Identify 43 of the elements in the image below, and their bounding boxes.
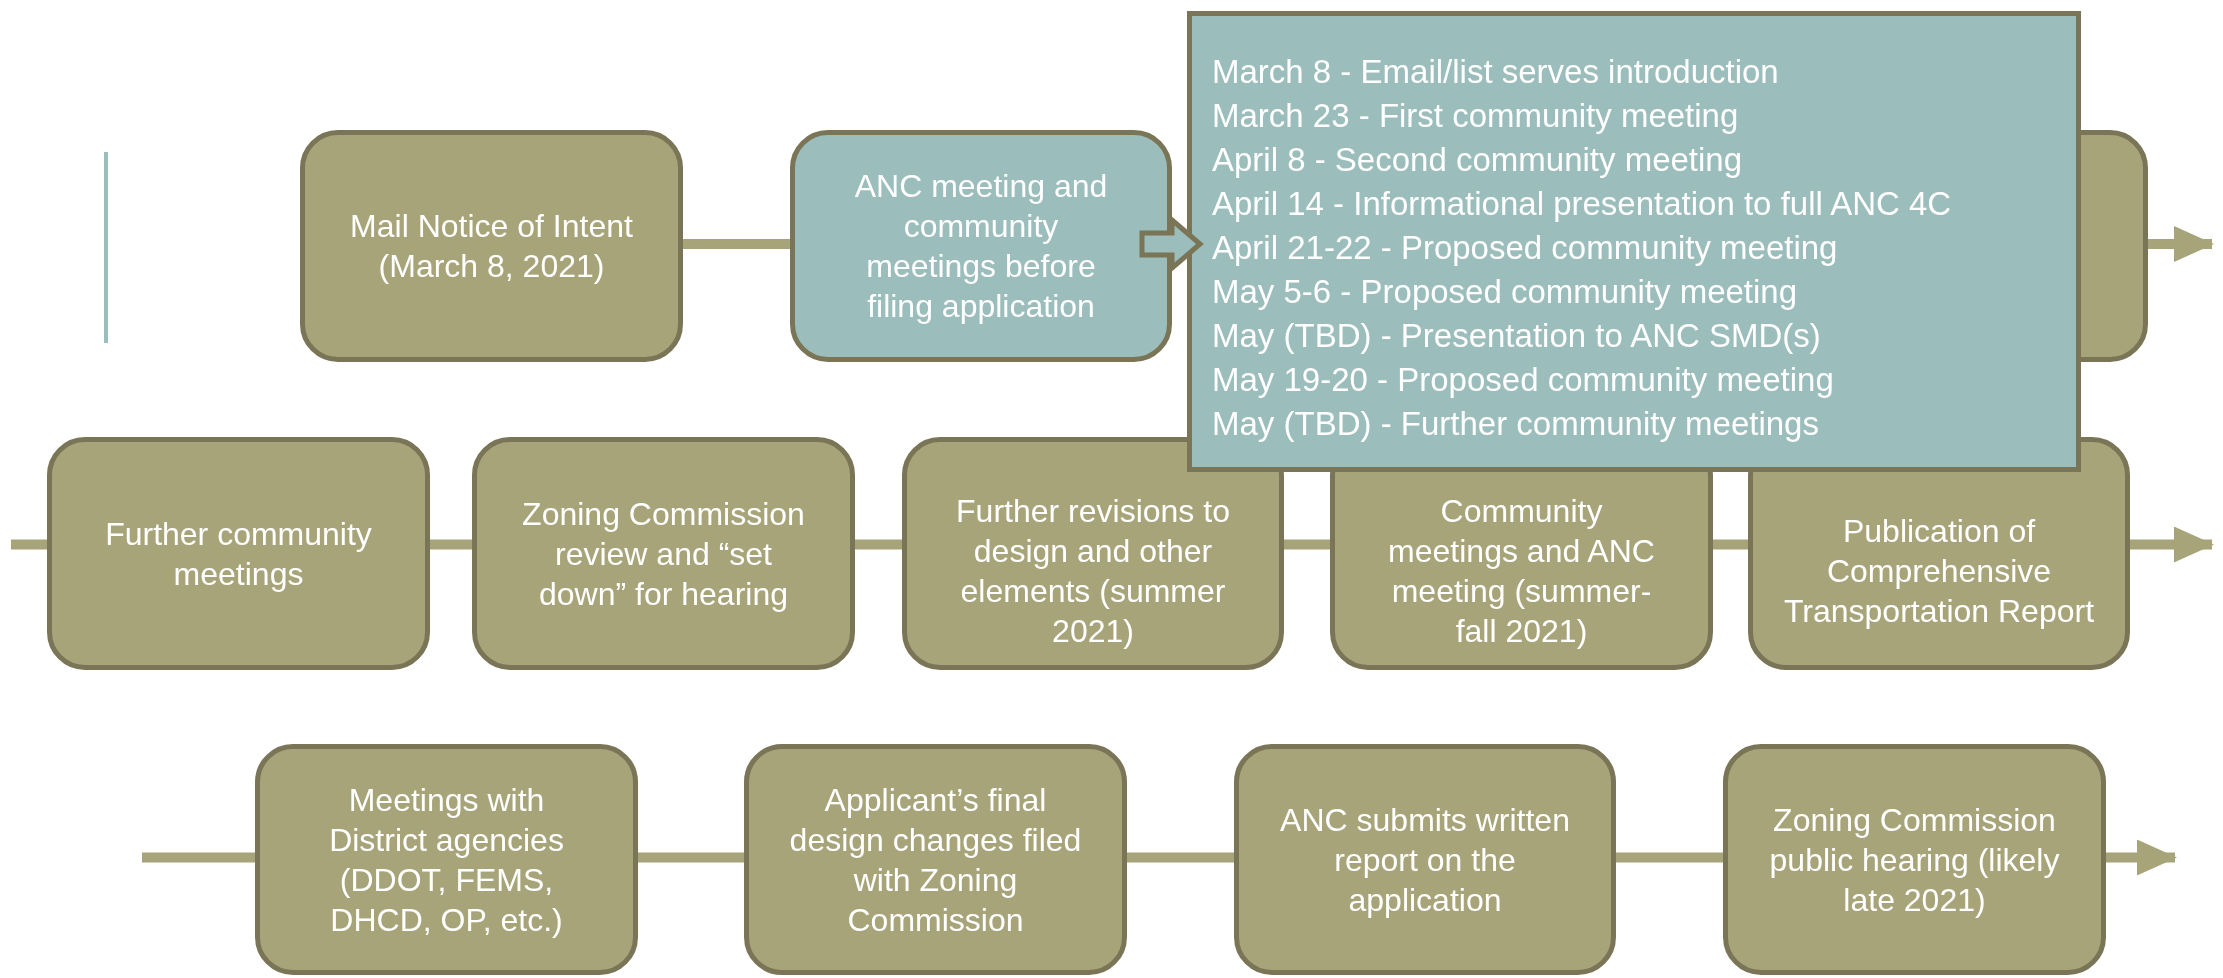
schedule-item: March 23 - First community meeting <box>1212 96 1740 136</box>
process-box <box>744 744 1127 975</box>
process-box <box>255 744 638 975</box>
schedule-callout-tooltip <box>1187 11 2081 472</box>
step-text: Zoning Commission public hearing (likely late 2021) <box>1768 800 2061 920</box>
process-box <box>790 130 1172 362</box>
step-text: Applicant’s final design changes filed with Zoning Commission <box>789 780 1082 940</box>
step-text: Meetings with District agencies (DDOT, FEMS, DHCD, OP, etc.) <box>328 780 565 940</box>
step-text: ANC submits written report on the application <box>1279 800 1571 920</box>
arrow <box>2106 839 2177 876</box>
process-box <box>300 130 683 362</box>
block-arrow <box>1139 214 1204 274</box>
process-box <box>47 437 430 670</box>
schedule-item: May (TBD) - Further community meetings <box>1212 404 1820 444</box>
connector-line <box>1713 539 1748 550</box>
connector-line <box>142 852 255 863</box>
schedule-item: March 8 - Email/list serves introduction <box>1212 52 1780 92</box>
connector-line <box>638 852 744 863</box>
process-box <box>472 437 855 670</box>
arrow <box>2130 526 2214 563</box>
connector-line <box>1616 852 1723 863</box>
connector-line <box>855 539 902 550</box>
connector-line <box>430 539 472 550</box>
step-text: Publication of Comprehensive Transportation Report <box>1783 511 2095 631</box>
connector-line <box>1127 852 1234 863</box>
schedule-item: April 8 - Second community meeting <box>1212 140 1744 180</box>
schedule-item: May 5-6 - Proposed community meeting <box>1212 272 1799 312</box>
step-text: Mail Notice of Intent (March 8, 2021) <box>349 207 634 286</box>
schedule-item: April 14 - Informational presentation to full ANC 4C <box>1212 184 1953 224</box>
connector-line <box>683 239 790 249</box>
connector-line <box>11 539 47 550</box>
process-box <box>1723 744 2106 975</box>
process-box <box>1234 744 1616 975</box>
step-text: ANC meeting and community meetings before filing application <box>853 167 1109 326</box>
connector-line <box>1284 539 1330 550</box>
step-text: Community meetings and ANC meeting (summer-fall 2021) <box>1387 491 1656 651</box>
step-text: Further revisions to design and other elements (summer 2021) <box>955 491 1231 651</box>
step-text: Zoning Commission review and “set down” for hearing <box>521 494 806 614</box>
schedule-item: April 21-22 - Proposed community meeting <box>1212 228 1839 268</box>
step-text: Further community meetings <box>104 514 373 594</box>
schedule-item: May (TBD) - Presentation to ANC SMD(s) <box>1212 316 1822 356</box>
arrow <box>2148 226 2214 262</box>
schedule-item: May 19-20 - Proposed community meeting <box>1212 360 1835 400</box>
